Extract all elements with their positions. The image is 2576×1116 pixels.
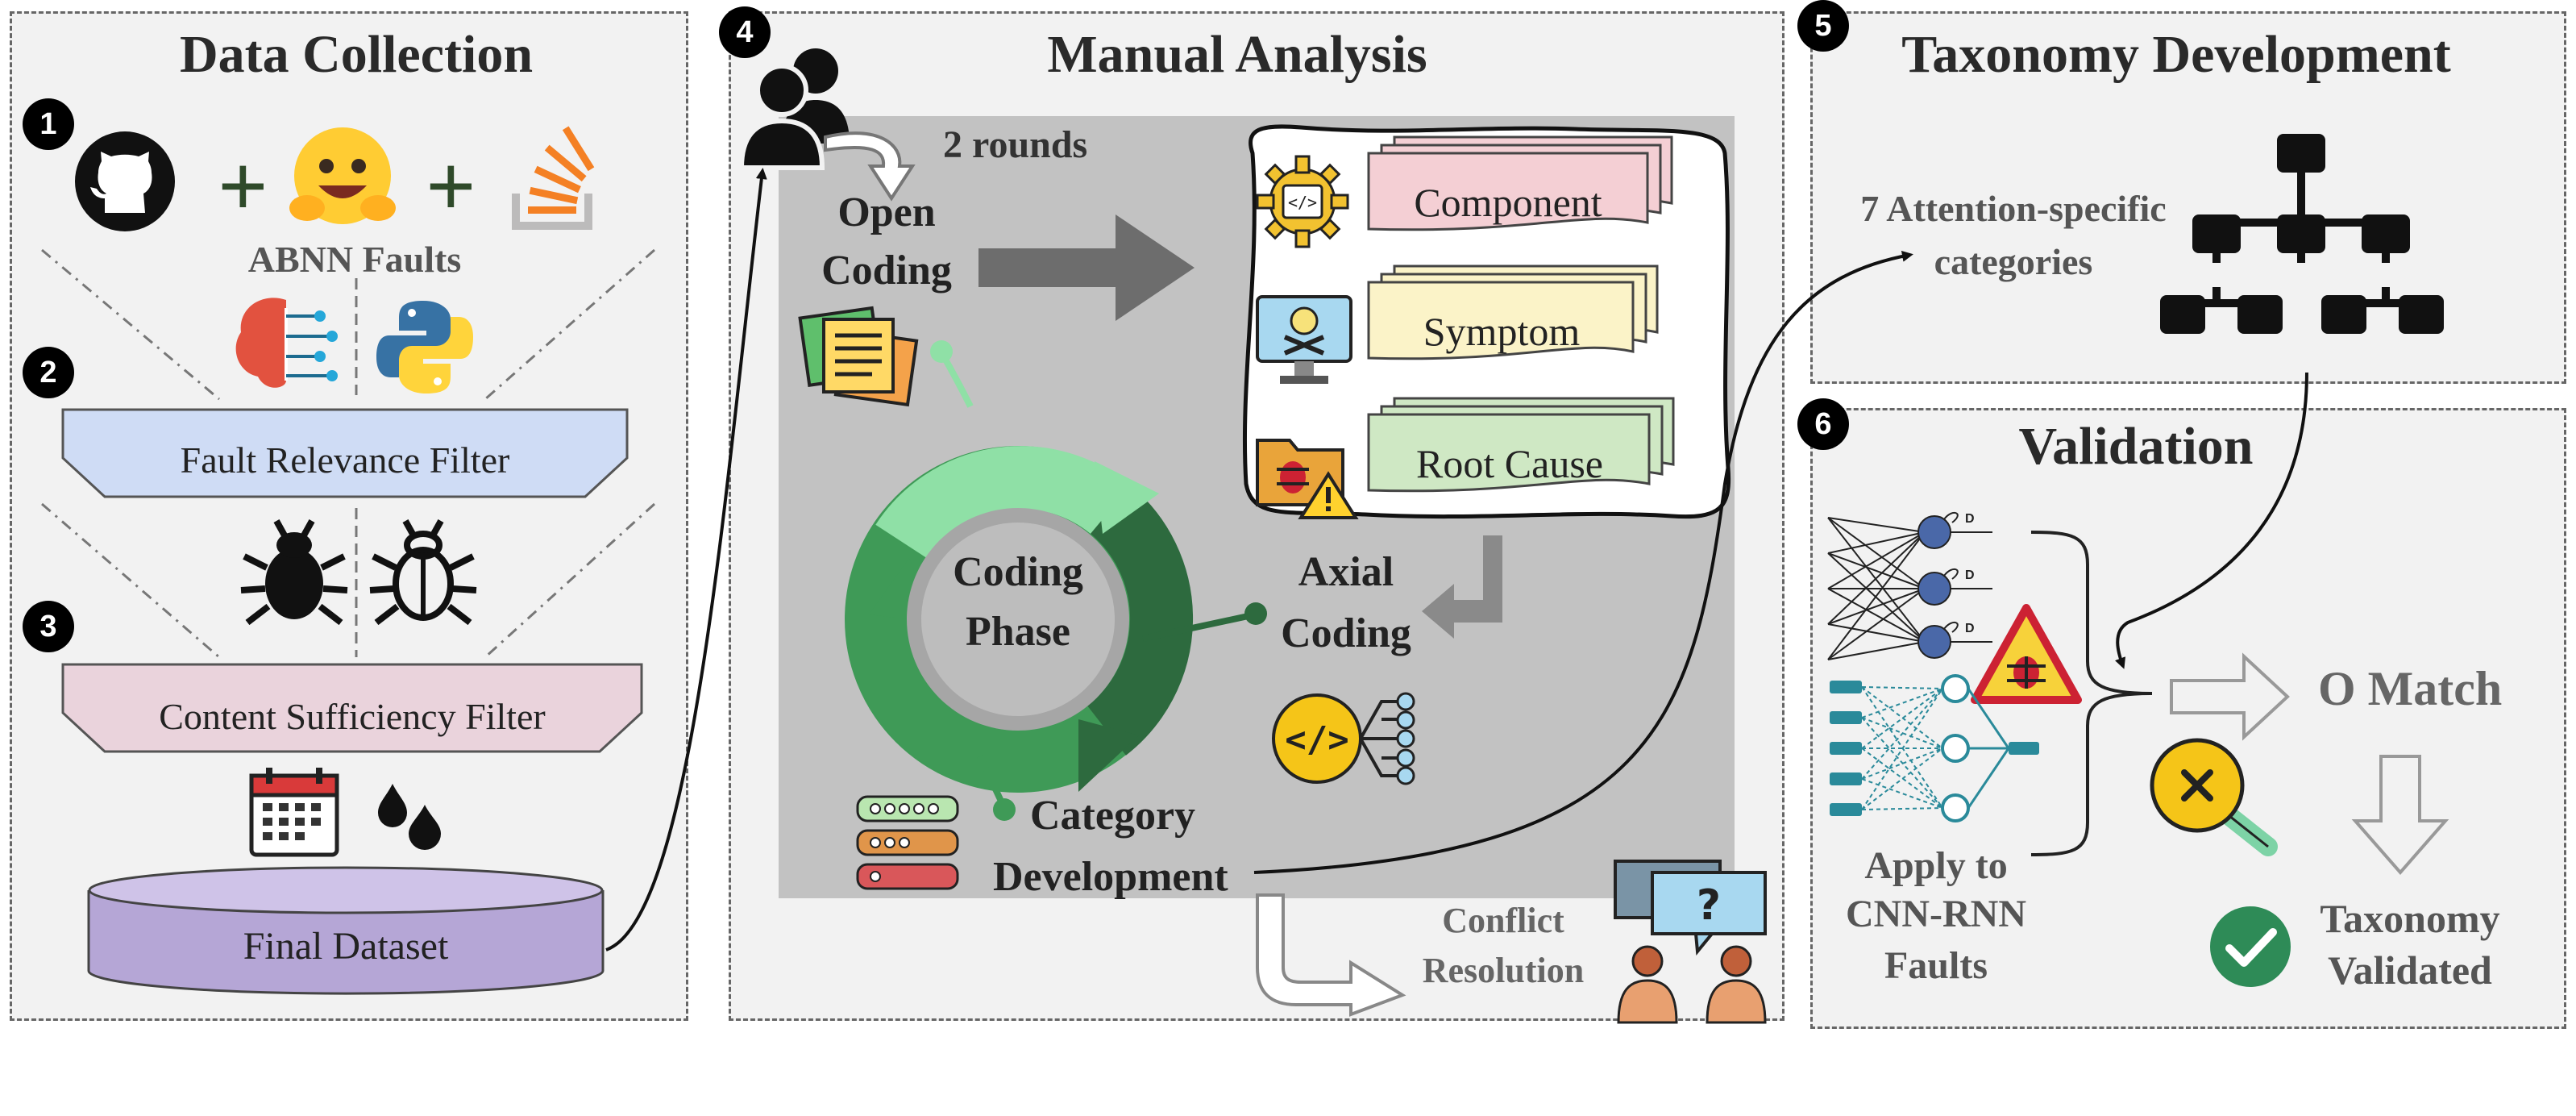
fault-relevance-filter-label: Fault Relevance Filter: [180, 439, 510, 481]
step-6-badge: 6: [1797, 398, 1849, 450]
rounds-arrow: [824, 131, 916, 202]
coding-phase-label-1: Coding: [953, 549, 1083, 595]
step-1-badge: 1: [23, 98, 74, 150]
content-sufficiency-filter-label: Content Sufficiency Filter: [159, 696, 546, 737]
bug-icon: [240, 519, 348, 626]
taxonomy-validated-label-1: Taxonomy: [2320, 896, 2500, 941]
bug-outline-icon: [369, 519, 477, 626]
plus-icon: +: [218, 137, 268, 235]
manual-analysis-title: Manual Analysis: [1047, 25, 1427, 84]
bug-folder-icon: [1256, 439, 1359, 519]
open-coding-label-2: Coding: [821, 248, 952, 294]
apply-label-3: Faults: [1884, 944, 1988, 987]
rounds-label: 2 rounds: [943, 123, 1088, 166]
symptom-card-label: Symptom: [1423, 309, 1581, 354]
rnn-cell-glyph-2: D: [1965, 568, 1975, 582]
taxonomy-validated-label-2: Validated: [2328, 947, 2492, 993]
server-icon: [856, 795, 959, 890]
magnifier-icon: [2150, 738, 2278, 856]
conflict-arrow: [1256, 893, 1406, 1017]
conflict-resolution-label-1: Conflict: [1442, 901, 1564, 940]
stack-overflow-icon: [512, 126, 595, 230]
conflict-resolution-label-2: Resolution: [1422, 951, 1585, 990]
svg-text:</>: </>: [1285, 719, 1348, 760]
axial-coding-label-1: Axial: [1298, 549, 1394, 595]
abnn-faults-label: ABNN Faults: [247, 239, 462, 280]
match-arrow: [2170, 652, 2290, 741]
step-4-badge: 4: [719, 6, 771, 58]
axial-arrow: [1422, 535, 1502, 639]
brain-icon: [235, 298, 338, 388]
final-dataset-shape: [87, 866, 605, 995]
rnn-cell-glyph-3: D: [1965, 622, 1975, 635]
hugging-face-icon: [289, 127, 396, 224]
symptom-card-stack: [1367, 264, 1659, 360]
chat-icon: ?: [1614, 860, 1767, 1024]
coding-cycle: [845, 340, 1267, 821]
github-icon: [75, 131, 175, 231]
cnn-icon: [1830, 674, 2039, 822]
python-icon: [376, 301, 473, 394]
plus-icon: +: [426, 137, 476, 235]
step-5-badge: 5: [1797, 0, 1849, 52]
root-cause-card-stack: [1367, 397, 1675, 493]
calendar-icon: [249, 768, 339, 857]
check-icon: [2210, 906, 2291, 987]
validation-title: Validation: [2018, 417, 2254, 476]
root-cause-card-label: Root Cause: [1416, 441, 1603, 486]
content-sufficiency-filter-shape: [61, 663, 643, 753]
match-label: O Match: [2318, 662, 2503, 715]
taxonomy-categories-label-2: categories: [1934, 241, 2093, 282]
svg-text:</>: </>: [1288, 193, 1317, 212]
step-3-badge: 3: [23, 601, 74, 652]
open-coding-label-1: Open: [837, 189, 936, 235]
big-arrow: [978, 214, 1195, 321]
taxonomy-title: Taxonomy Development: [1901, 25, 2451, 84]
category-development-label-2: Development: [993, 854, 1228, 900]
down-arrow: [2351, 755, 2449, 876]
rnn-cell-glyph-1: D: [1965, 512, 1975, 526]
taxonomy-categories-label-1: 7 Attention-specific: [1860, 188, 2167, 229]
rnn-icon: D D D: [1827, 511, 1992, 660]
fault-relevance-filter-shape: [61, 408, 629, 498]
code-network-icon: </>: [1272, 692, 1415, 785]
validation-panel: [1810, 408, 2566, 1029]
validation-brace: [2030, 531, 2153, 856]
data-collection-title: Data Collection: [179, 25, 534, 84]
warning-bug-icon: [1971, 604, 2082, 704]
gear-code-icon: </>: [1256, 155, 1349, 248]
coding-phase-label-2: Phase: [966, 609, 1070, 655]
apply-label-2: CNN-RNN: [1846, 893, 2026, 935]
step-2-badge: 2: [23, 347, 74, 398]
component-card-stack: [1367, 135, 1673, 231]
documents-icon: [798, 306, 919, 407]
category-development-label-1: Category: [1030, 793, 1196, 839]
drops-icon: [378, 784, 441, 850]
apply-label-1: Apply to: [1864, 844, 2008, 887]
svg-text:?: ?: [1697, 881, 1721, 930]
axial-coding-label-2: Coding: [1281, 610, 1411, 656]
final-dataset-label: Final Dataset: [243, 925, 449, 968]
component-card-label: Component: [1414, 180, 1602, 225]
funnel-lines: [41, 248, 656, 659]
hierarchy-icon: [2160, 134, 2444, 334]
users-icon: [738, 48, 850, 170]
skull-monitor-icon: [1256, 295, 1352, 384]
